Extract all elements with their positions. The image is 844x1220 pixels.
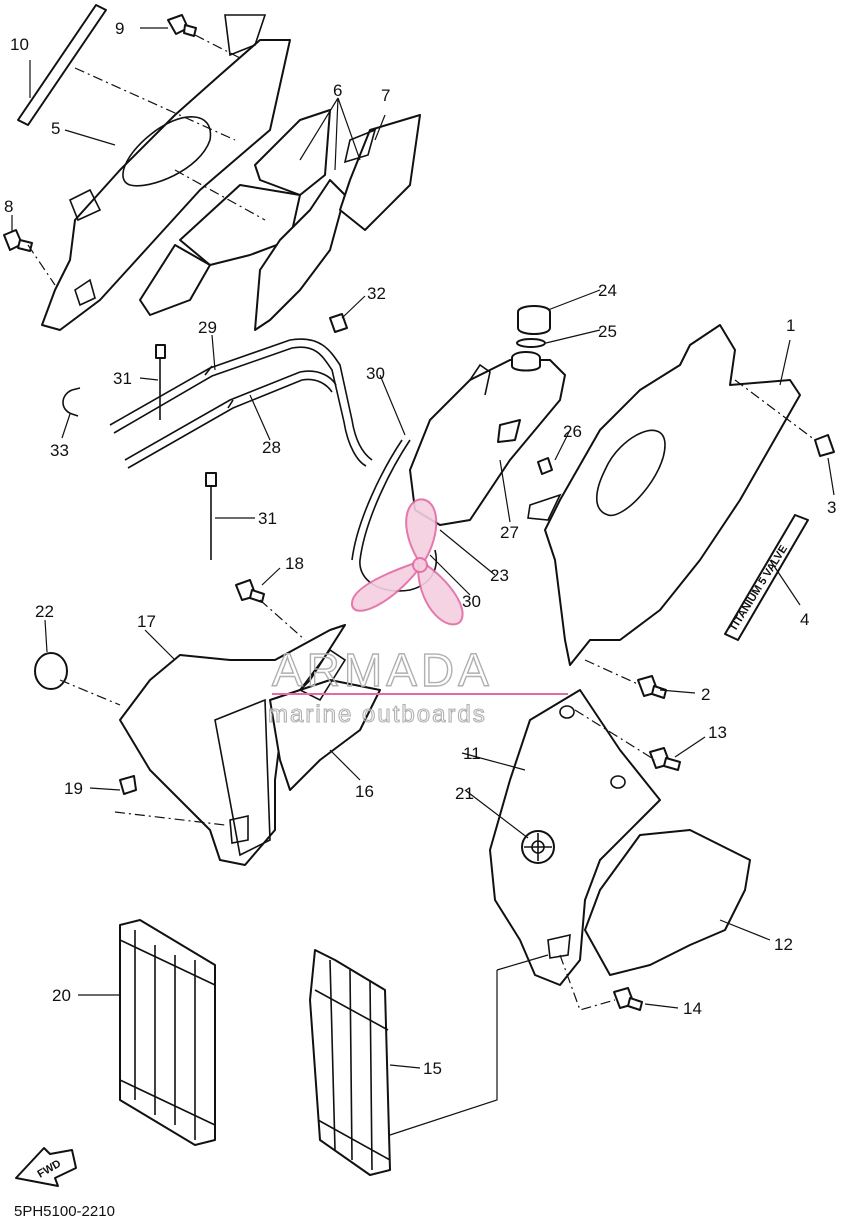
callout-25: 25 <box>598 322 617 341</box>
callout-26: 26 <box>563 422 582 441</box>
part-6-pads <box>139 109 346 331</box>
callout-31-upper: 31 <box>113 369 132 388</box>
part-22-cap <box>34 652 68 690</box>
fwd-arrow: FWD <box>15 1147 77 1187</box>
part-14-bolt <box>613 987 643 1011</box>
callout-5: 5 <box>51 119 60 138</box>
part-20-radiator-left <box>119 919 216 1146</box>
part-11-radiator-guard <box>489 689 661 986</box>
part-31-tie-a <box>155 344 166 420</box>
part-24-cap <box>517 305 551 335</box>
callout-9: 9 <box>115 19 124 38</box>
callout-31-lower: 31 <box>258 509 277 528</box>
callout-17: 17 <box>137 612 156 631</box>
part-16-guard-inner <box>269 648 381 791</box>
part-18-bolt <box>235 579 265 603</box>
callout-8: 8 <box>4 197 13 216</box>
part-2-bolt <box>637 675 667 699</box>
callout-11: 11 <box>463 744 481 763</box>
callout-20: 20 <box>52 986 71 1005</box>
part-1-right-cover <box>527 324 801 666</box>
callout-labels: 1 2 3 4 5 6 7 8 9 10 11 12 13 14 15 16 1… <box>4 19 836 1078</box>
callout-28: 28 <box>262 438 281 457</box>
part-32-clip <box>329 313 348 333</box>
callout-3: 3 <box>827 498 836 517</box>
callout-19: 19 <box>64 779 83 798</box>
callout-1: 1 <box>786 316 795 335</box>
callout-10: 10 <box>10 35 29 54</box>
diagram-code: 5PH5100-2210 <box>14 1203 115 1220</box>
part-8-bolt <box>3 229 33 252</box>
part-15-radiator-right <box>309 949 391 1176</box>
part-3-bolt <box>814 434 835 457</box>
callout-6: 6 <box>333 81 342 100</box>
part-33-clamp <box>62 387 81 417</box>
part-10-strip <box>17 4 107 126</box>
callout-23: 23 <box>490 566 509 585</box>
callout-16: 16 <box>355 782 374 801</box>
part-5-left-cover <box>41 14 291 331</box>
part-4-decal: TITANIUM 5 VALVE <box>724 514 809 641</box>
part-7-pad <box>339 114 421 231</box>
decal-text: TITANIUM 5 VALVE <box>727 543 790 633</box>
callout-7: 7 <box>381 86 390 105</box>
callout-32: 32 <box>367 284 386 303</box>
callout-4: 4 <box>800 610 809 629</box>
watermark-tagline: marine outboards <box>268 701 487 728</box>
part-12-shroud <box>584 829 751 976</box>
part-9-bolt <box>167 14 197 37</box>
callout-33: 33 <box>50 441 69 460</box>
assembly-lines <box>27 34 816 1011</box>
watermark-brand: ARMADA <box>272 644 493 696</box>
callout-21: 21 <box>455 784 474 803</box>
callout-18: 18 <box>285 554 304 573</box>
callout-24: 24 <box>598 281 617 300</box>
parts-28-29-hoses <box>109 338 373 469</box>
callout-12: 12 <box>774 935 793 954</box>
watermark-propeller-icon <box>350 498 464 626</box>
part-25-gasket <box>516 338 546 348</box>
part-23-reservoir-tank <box>409 351 566 526</box>
part-13-bolt <box>649 747 681 771</box>
callout-2: 2 <box>701 685 710 704</box>
leader-lines <box>11 27 835 1136</box>
part-26-bolt <box>537 457 553 475</box>
callout-14: 14 <box>683 999 702 1018</box>
part-21-emblem <box>521 830 555 864</box>
part-19-bolt <box>119 775 137 795</box>
callout-30-upper: 30 <box>366 364 385 383</box>
watermark: ARMADA marine outboards <box>267 498 568 729</box>
callout-27: 27 <box>500 523 519 542</box>
part-31-tie-b <box>205 472 217 560</box>
callout-30-lower: 30 <box>462 592 481 611</box>
callout-15: 15 <box>423 1059 442 1078</box>
callout-29: 29 <box>198 318 217 337</box>
callout-13: 13 <box>708 723 727 742</box>
callout-22: 22 <box>35 602 54 621</box>
